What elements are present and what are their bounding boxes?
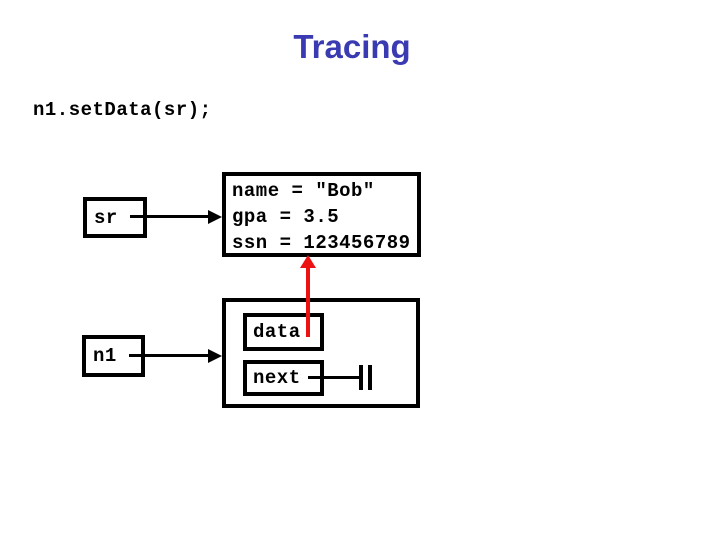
record-gpa-field: gpa = 3.5 (232, 206, 340, 228)
code-statement: n1.setData(sr); (33, 99, 212, 121)
sr-pointer-line (130, 215, 210, 218)
n1-label: n1 (93, 345, 117, 367)
student-record-box: name = "Bob" gpa = 3.5 ssn = 123456789 (222, 172, 421, 257)
sr-pointer-arrowhead-icon (208, 210, 222, 224)
node-data-field-box: data (243, 313, 324, 351)
record-name-field: name = "Bob" (232, 180, 375, 202)
data-field-label: data (253, 321, 301, 343)
record-ssn-field: ssn = 123456789 (232, 232, 411, 254)
null-terminator-bar-icon (359, 365, 363, 390)
null-terminator-bar-icon (368, 365, 372, 390)
slide-title: Tracing (293, 28, 411, 65)
node-box (222, 298, 420, 408)
next-null-pointer-line (308, 376, 362, 379)
sr-label: sr (94, 206, 118, 229)
next-field-label: next (253, 367, 301, 389)
node-next-field-box: next (243, 360, 324, 396)
n1-pointer-arrowhead-icon (208, 349, 222, 363)
data-pointer-arrowhead-red-icon (300, 255, 316, 268)
n1-pointer-line (129, 354, 210, 357)
data-pointer-line-red (306, 266, 310, 337)
